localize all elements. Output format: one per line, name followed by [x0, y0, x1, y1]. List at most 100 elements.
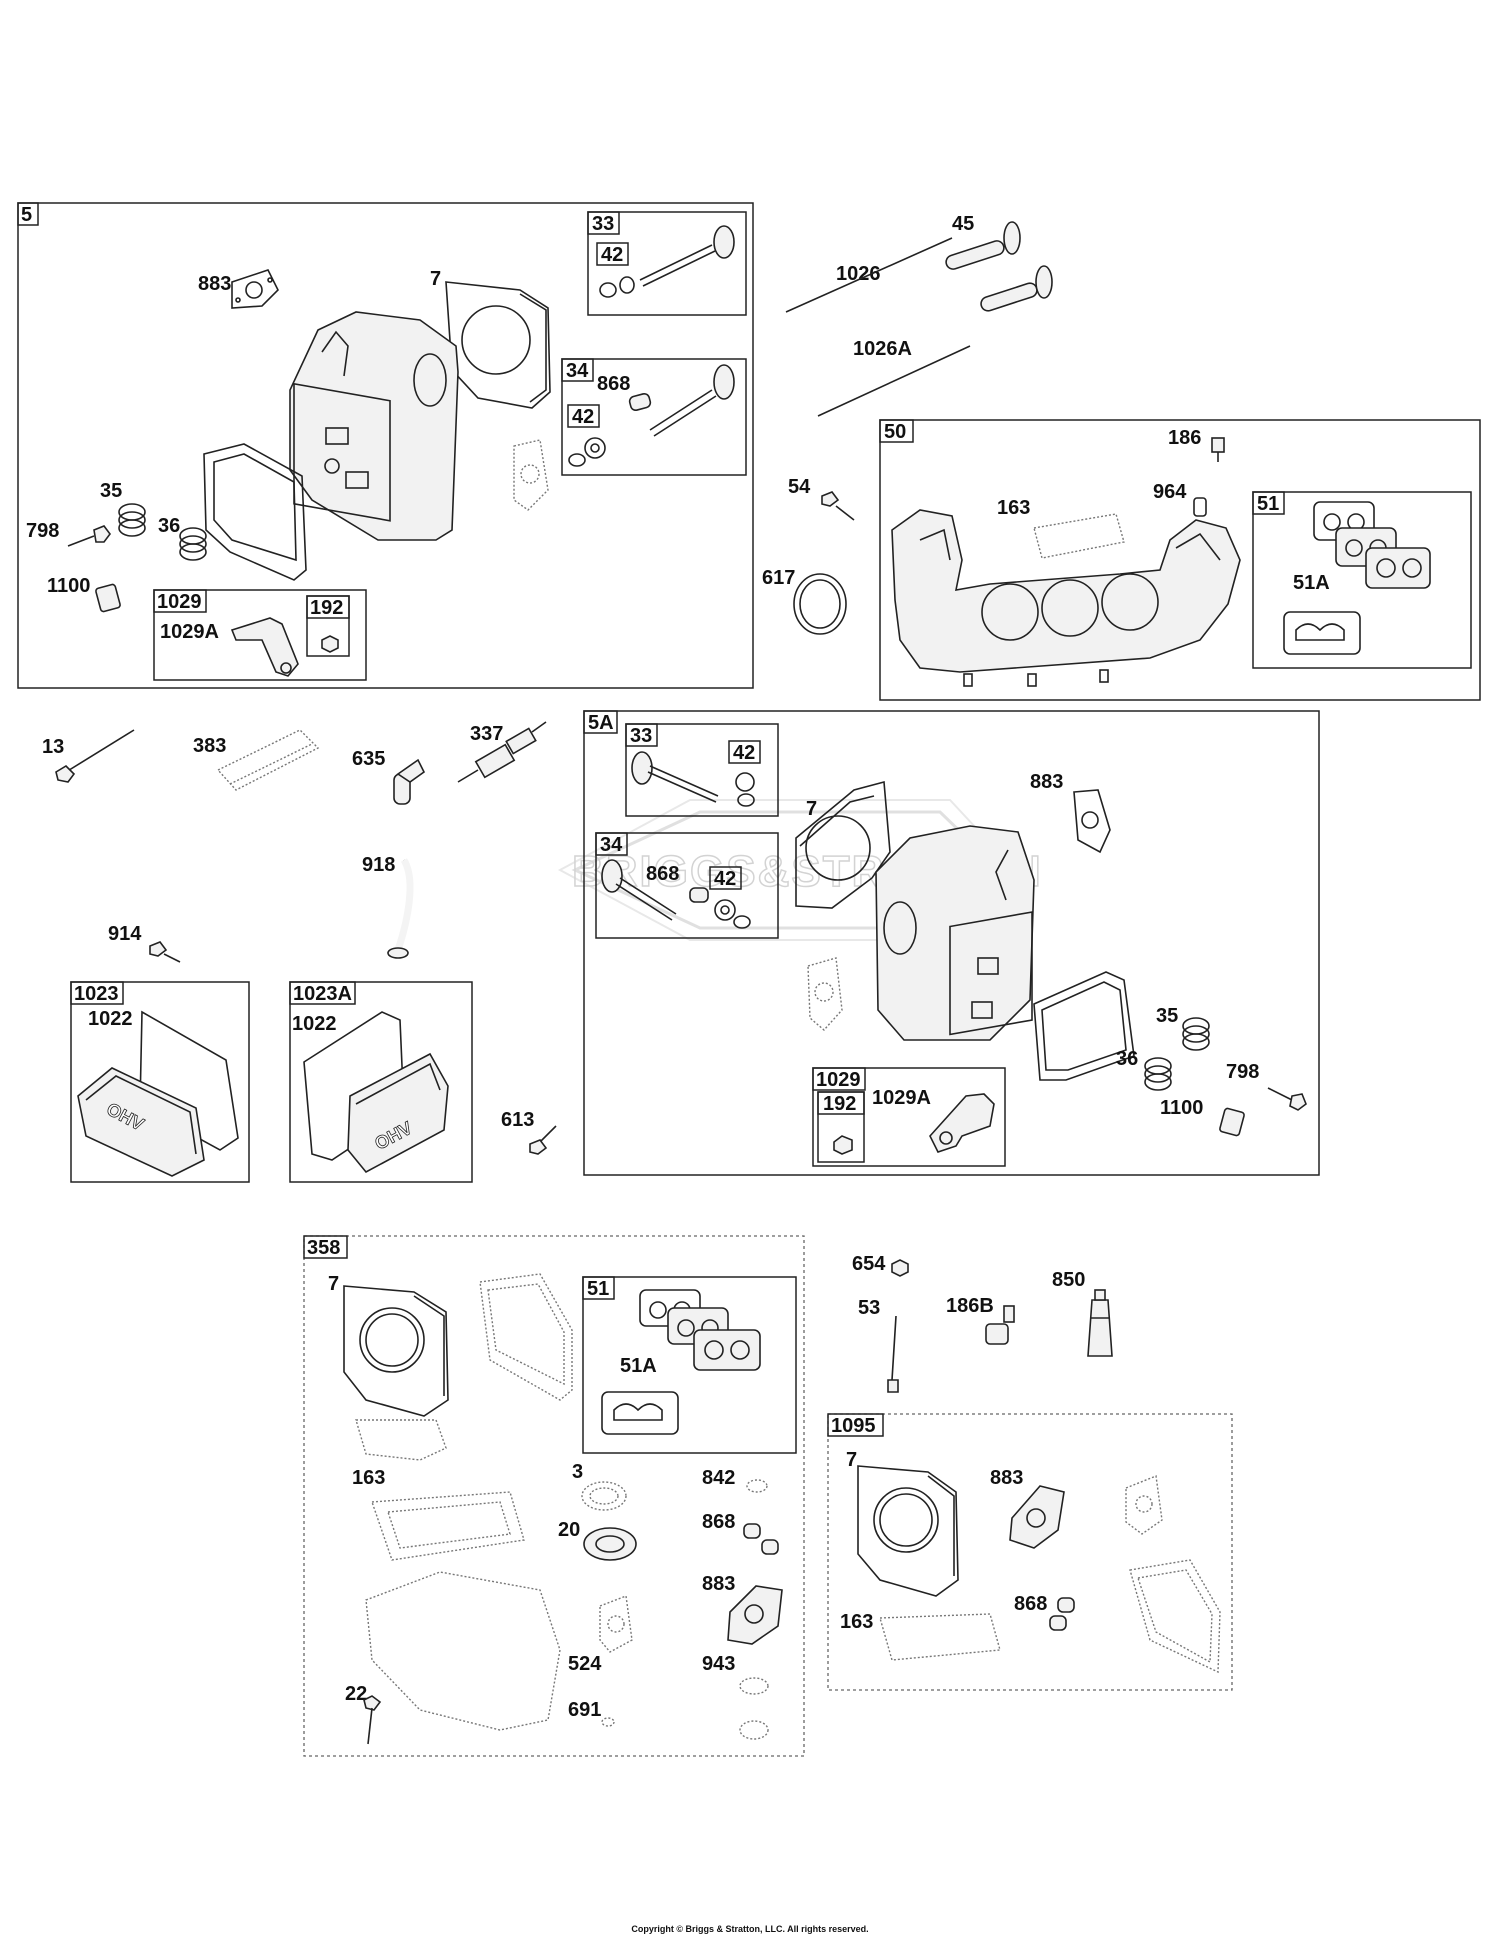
- part-label-798[interactable]: 798: [1226, 1061, 1259, 1083]
- part-label-7[interactable]: 7: [328, 1273, 339, 1295]
- crankcase-gasket-icon: [365, 1571, 561, 1731]
- part-label-654[interactable]: 654: [852, 1253, 886, 1275]
- group-358[interactable]: 358 7 51 51A 163: [303, 1235, 805, 1757]
- part-label-186B[interactable]: 186B: [946, 1295, 994, 1317]
- exhaust-gasket-icon: [599, 1595, 633, 1653]
- part-label-918[interactable]: 918: [362, 854, 395, 876]
- valve-seal-icon: [714, 899, 751, 929]
- exhaust-gasket-icon: [1125, 1475, 1163, 1535]
- part-label-3[interactable]: 3: [572, 1461, 583, 1483]
- group-1029-label: 1029: [157, 591, 202, 613]
- part-label-613[interactable]: 613: [501, 1109, 534, 1131]
- group-1023[interactable]: 1023 1022 OHV: [70, 981, 250, 1183]
- part-label-1026A[interactable]: 1026A: [853, 338, 912, 360]
- part-label-13[interactable]: 13: [42, 736, 64, 758]
- part-label-7[interactable]: 7: [430, 268, 441, 290]
- group-1023A[interactable]: 1023A 1022 OHV: [289, 981, 473, 1183]
- part-label-943[interactable]: 943: [702, 1653, 735, 1675]
- part-label-798[interactable]: 798: [26, 520, 59, 542]
- part-label-883[interactable]: 883: [198, 273, 231, 295]
- part-label-914[interactable]: 914: [108, 923, 142, 945]
- group-1095[interactable]: 1095 7 883 868 163: [827, 1413, 1233, 1691]
- sealant-tube-icon: [1087, 1289, 1113, 1357]
- fitting-icon: [985, 1305, 1015, 1345]
- intake-gasket-icon: [371, 1491, 525, 1561]
- group-34-label: 34: [600, 834, 623, 856]
- part-label-7[interactable]: 7: [846, 1449, 857, 1471]
- part-label-1100[interactable]: 1100: [47, 575, 90, 597]
- ignition-module-icon: [216, 729, 320, 791]
- rocker-arm-icon: [929, 1093, 995, 1153]
- valve-icon: [649, 364, 735, 437]
- part-label-842[interactable]: 842: [702, 1467, 735, 1489]
- o-ring-icon: [739, 1677, 769, 1740]
- part-label-691[interactable]: 691: [568, 1699, 601, 1721]
- part-label-7[interactable]: 7: [806, 798, 817, 820]
- part-label-36[interactable]: 36: [158, 515, 180, 537]
- part-label-964[interactable]: 964: [1153, 481, 1187, 503]
- part-label-163[interactable]: 163: [997, 497, 1030, 519]
- valve-keeper-icon: [735, 772, 755, 807]
- group-1023-label: 1023: [74, 983, 119, 1005]
- part-label-1026[interactable]: 1026: [836, 263, 881, 285]
- part-label-635[interactable]: 635: [352, 748, 385, 770]
- exhaust-gasket-icon: [513, 439, 549, 511]
- oil-seal-icon: [583, 1527, 637, 1561]
- cylinder-head-icon: [289, 311, 459, 541]
- part-label-1029A[interactable]: 1029A: [160, 621, 219, 643]
- part-label-868[interactable]: 868: [702, 1511, 735, 1533]
- group-50[interactable]: 50 186 964 163 51 51A: [879, 419, 1481, 701]
- part-label-883[interactable]: 883: [702, 1573, 735, 1595]
- part-label-883[interactable]: 883: [990, 1467, 1023, 1489]
- bolt-icon: [1267, 1087, 1307, 1111]
- group-5[interactable]: 5 33 42 34 42 868: [17, 202, 754, 689]
- group-51-label: 51: [1257, 493, 1279, 515]
- part-label-186[interactable]: 186: [1168, 427, 1201, 449]
- part-label-617[interactable]: 617: [762, 567, 795, 589]
- spark-plug-icon: [457, 721, 547, 783]
- group-1029-label: 1029: [816, 1069, 861, 1091]
- part-label-51A[interactable]: 51A: [1293, 572, 1330, 594]
- part-label-868[interactable]: 868: [597, 373, 630, 395]
- part-label-883[interactable]: 883: [1030, 771, 1063, 793]
- valve-icon: [639, 225, 735, 287]
- gasket-set-icon: [601, 1289, 761, 1435]
- part-label-163[interactable]: 163: [840, 1611, 873, 1633]
- part-label-54[interactable]: 54: [788, 476, 811, 498]
- group-5-label: 5: [21, 204, 32, 226]
- part-label-22[interactable]: 22: [345, 1683, 367, 1705]
- part-label-337[interactable]: 337: [470, 723, 503, 745]
- part-label-163[interactable]: 163: [352, 1467, 385, 1489]
- part-label-850[interactable]: 850: [1052, 1269, 1085, 1291]
- rocker-cover-gasket-icon: [479, 1273, 573, 1401]
- part-label-51A[interactable]: 51A: [620, 1355, 657, 1377]
- part-label-524[interactable]: 524: [568, 1653, 602, 1675]
- washer-icon: [601, 1717, 615, 1727]
- part-label-35[interactable]: 35: [100, 480, 122, 502]
- dowel-pin-icon: [1193, 497, 1207, 517]
- part-label-20[interactable]: 20: [558, 1519, 580, 1541]
- long-bolt-icon: [55, 729, 135, 783]
- part-label-383[interactable]: 383: [193, 735, 226, 757]
- valve-guide-icon: [689, 887, 709, 903]
- nut-icon: [833, 1135, 853, 1155]
- part-label-1022[interactable]: 1022: [292, 1013, 337, 1035]
- part-label-45[interactable]: 45: [952, 213, 974, 235]
- part-label-53[interactable]: 53: [858, 1297, 880, 1319]
- part-label-1029A[interactable]: 1029A: [872, 1087, 931, 1109]
- group-50-label: 50: [884, 421, 906, 443]
- group-5A[interactable]: 5A 33 42 34 42 868: [583, 710, 1320, 1176]
- part-label-35[interactable]: 35: [1156, 1005, 1178, 1027]
- part-label-868[interactable]: 868: [646, 863, 679, 885]
- group-42-label: 42: [714, 868, 736, 890]
- group-34-label: 34: [566, 360, 589, 382]
- clip-icon: [1219, 1107, 1245, 1137]
- valve-guide-icon: [628, 392, 652, 412]
- rocker-cover-icon: OHV: [303, 1011, 449, 1174]
- part-label-868[interactable]: 868: [1014, 1593, 1047, 1615]
- part-label-1100[interactable]: 1100: [1160, 1097, 1203, 1119]
- rocker-cover-gasket-icon: [1129, 1559, 1221, 1674]
- part-label-1022[interactable]: 1022: [88, 1008, 133, 1030]
- part-label-36[interactable]: 36: [1116, 1048, 1138, 1070]
